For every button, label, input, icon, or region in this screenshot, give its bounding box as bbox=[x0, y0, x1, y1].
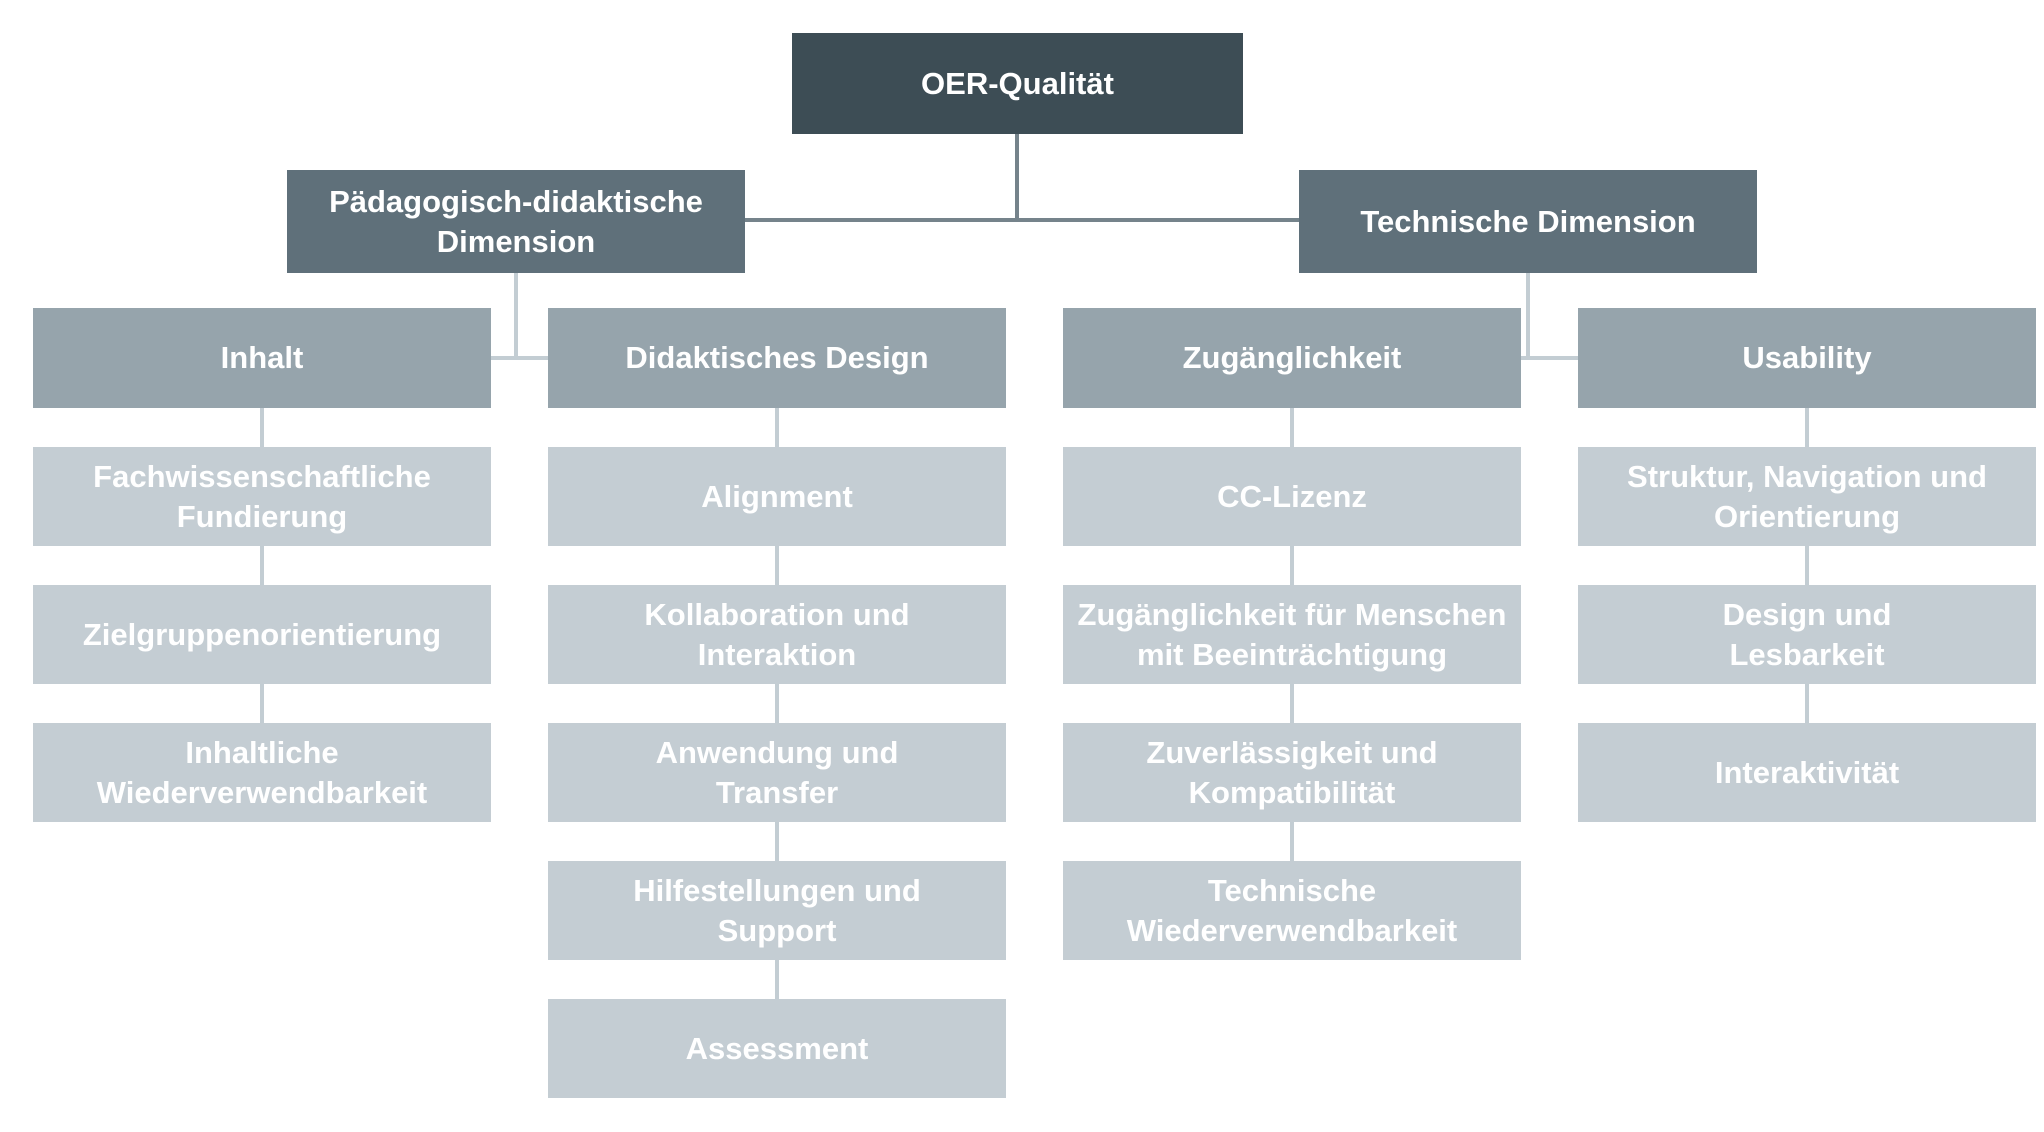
connector-dimensions-horizontal bbox=[745, 218, 1299, 222]
node-oer-qualitaet: OER-Qualität bbox=[792, 33, 1243, 134]
connector-col2-drop-5 bbox=[775, 960, 779, 999]
node-kollaboration-und-interaktion: Kollaboration und Interaktion bbox=[548, 585, 1006, 684]
connector-col3-drop-1 bbox=[1290, 408, 1294, 447]
node-zuverlaessigkeit-und-kompatibilitaet: Zuverlässigkeit und Kompatibilität bbox=[1063, 723, 1521, 822]
node-struktur-navigation-und-orientierung: Struktur, Navigation und Orientierung bbox=[1578, 447, 2036, 546]
node-technische-wiederverwendbarkeit: Technische Wiederverwendbarkeit bbox=[1063, 861, 1521, 960]
node-cc-lizenz: CC-Lizenz bbox=[1063, 447, 1521, 546]
connector-col2-drop-2 bbox=[775, 546, 779, 585]
connector-col4-drop-3 bbox=[1805, 684, 1809, 723]
node-fachwissenschaftliche-fundierung: Fachwissenschaftliche Fundierung bbox=[33, 447, 491, 546]
node-anwendung-und-transfer: Anwendung und Transfer bbox=[548, 723, 1006, 822]
connector-col1-drop-1 bbox=[260, 408, 264, 447]
connector-col1-drop-2 bbox=[260, 546, 264, 585]
node-assessment: Assessment bbox=[548, 999, 1006, 1098]
connector-col2-drop-1 bbox=[775, 408, 779, 447]
node-inhalt: Inhalt bbox=[33, 308, 491, 408]
node-technische-dimension: Technische Dimension bbox=[1299, 170, 1757, 273]
node-zugaenglichkeit: Zugänglichkeit bbox=[1063, 308, 1521, 408]
connector-col3-drop-3 bbox=[1290, 684, 1294, 723]
connector-col1-drop-3 bbox=[260, 684, 264, 723]
connector-col4-drop-2 bbox=[1805, 546, 1809, 585]
connector-col2-drop-4 bbox=[775, 822, 779, 861]
connector-stub-zugaenglichkeit-usability bbox=[1521, 356, 1578, 360]
connector-root-vertical bbox=[1015, 134, 1019, 222]
connector-paedagogisch-drop bbox=[514, 273, 518, 360]
node-usability: Usability bbox=[1578, 308, 2036, 408]
node-zugaenglichkeit-fuer-menschen: Zugänglichkeit für Menschen mit Beeinträ… bbox=[1063, 585, 1521, 684]
node-zielgruppenorientierung: Zielgruppenorientierung bbox=[33, 585, 491, 684]
connector-col3-drop-2 bbox=[1290, 546, 1294, 585]
connector-technische-drop bbox=[1526, 273, 1530, 360]
node-inhaltliche-wiederverwendbarkeit: Inhaltliche Wiederverwendbarkeit bbox=[33, 723, 491, 822]
node-paedagogisch-didaktische-dimension: Pädagogisch-didaktische Dimension bbox=[287, 170, 745, 273]
connector-stub-inhalt-didaktisch bbox=[491, 356, 548, 360]
connector-col3-drop-4 bbox=[1290, 822, 1294, 861]
node-hilfestellungen-und-support: Hilfestellungen und Support bbox=[548, 861, 1006, 960]
node-didaktisches-design: Didaktisches Design bbox=[548, 308, 1006, 408]
connector-col4-drop-1 bbox=[1805, 408, 1809, 447]
node-interaktivitaet: Interaktivität bbox=[1578, 723, 2036, 822]
node-design-und-lesbarkeit: Design und Lesbarkeit bbox=[1578, 585, 2036, 684]
connector-col2-drop-3 bbox=[775, 684, 779, 723]
node-alignment: Alignment bbox=[548, 447, 1006, 546]
